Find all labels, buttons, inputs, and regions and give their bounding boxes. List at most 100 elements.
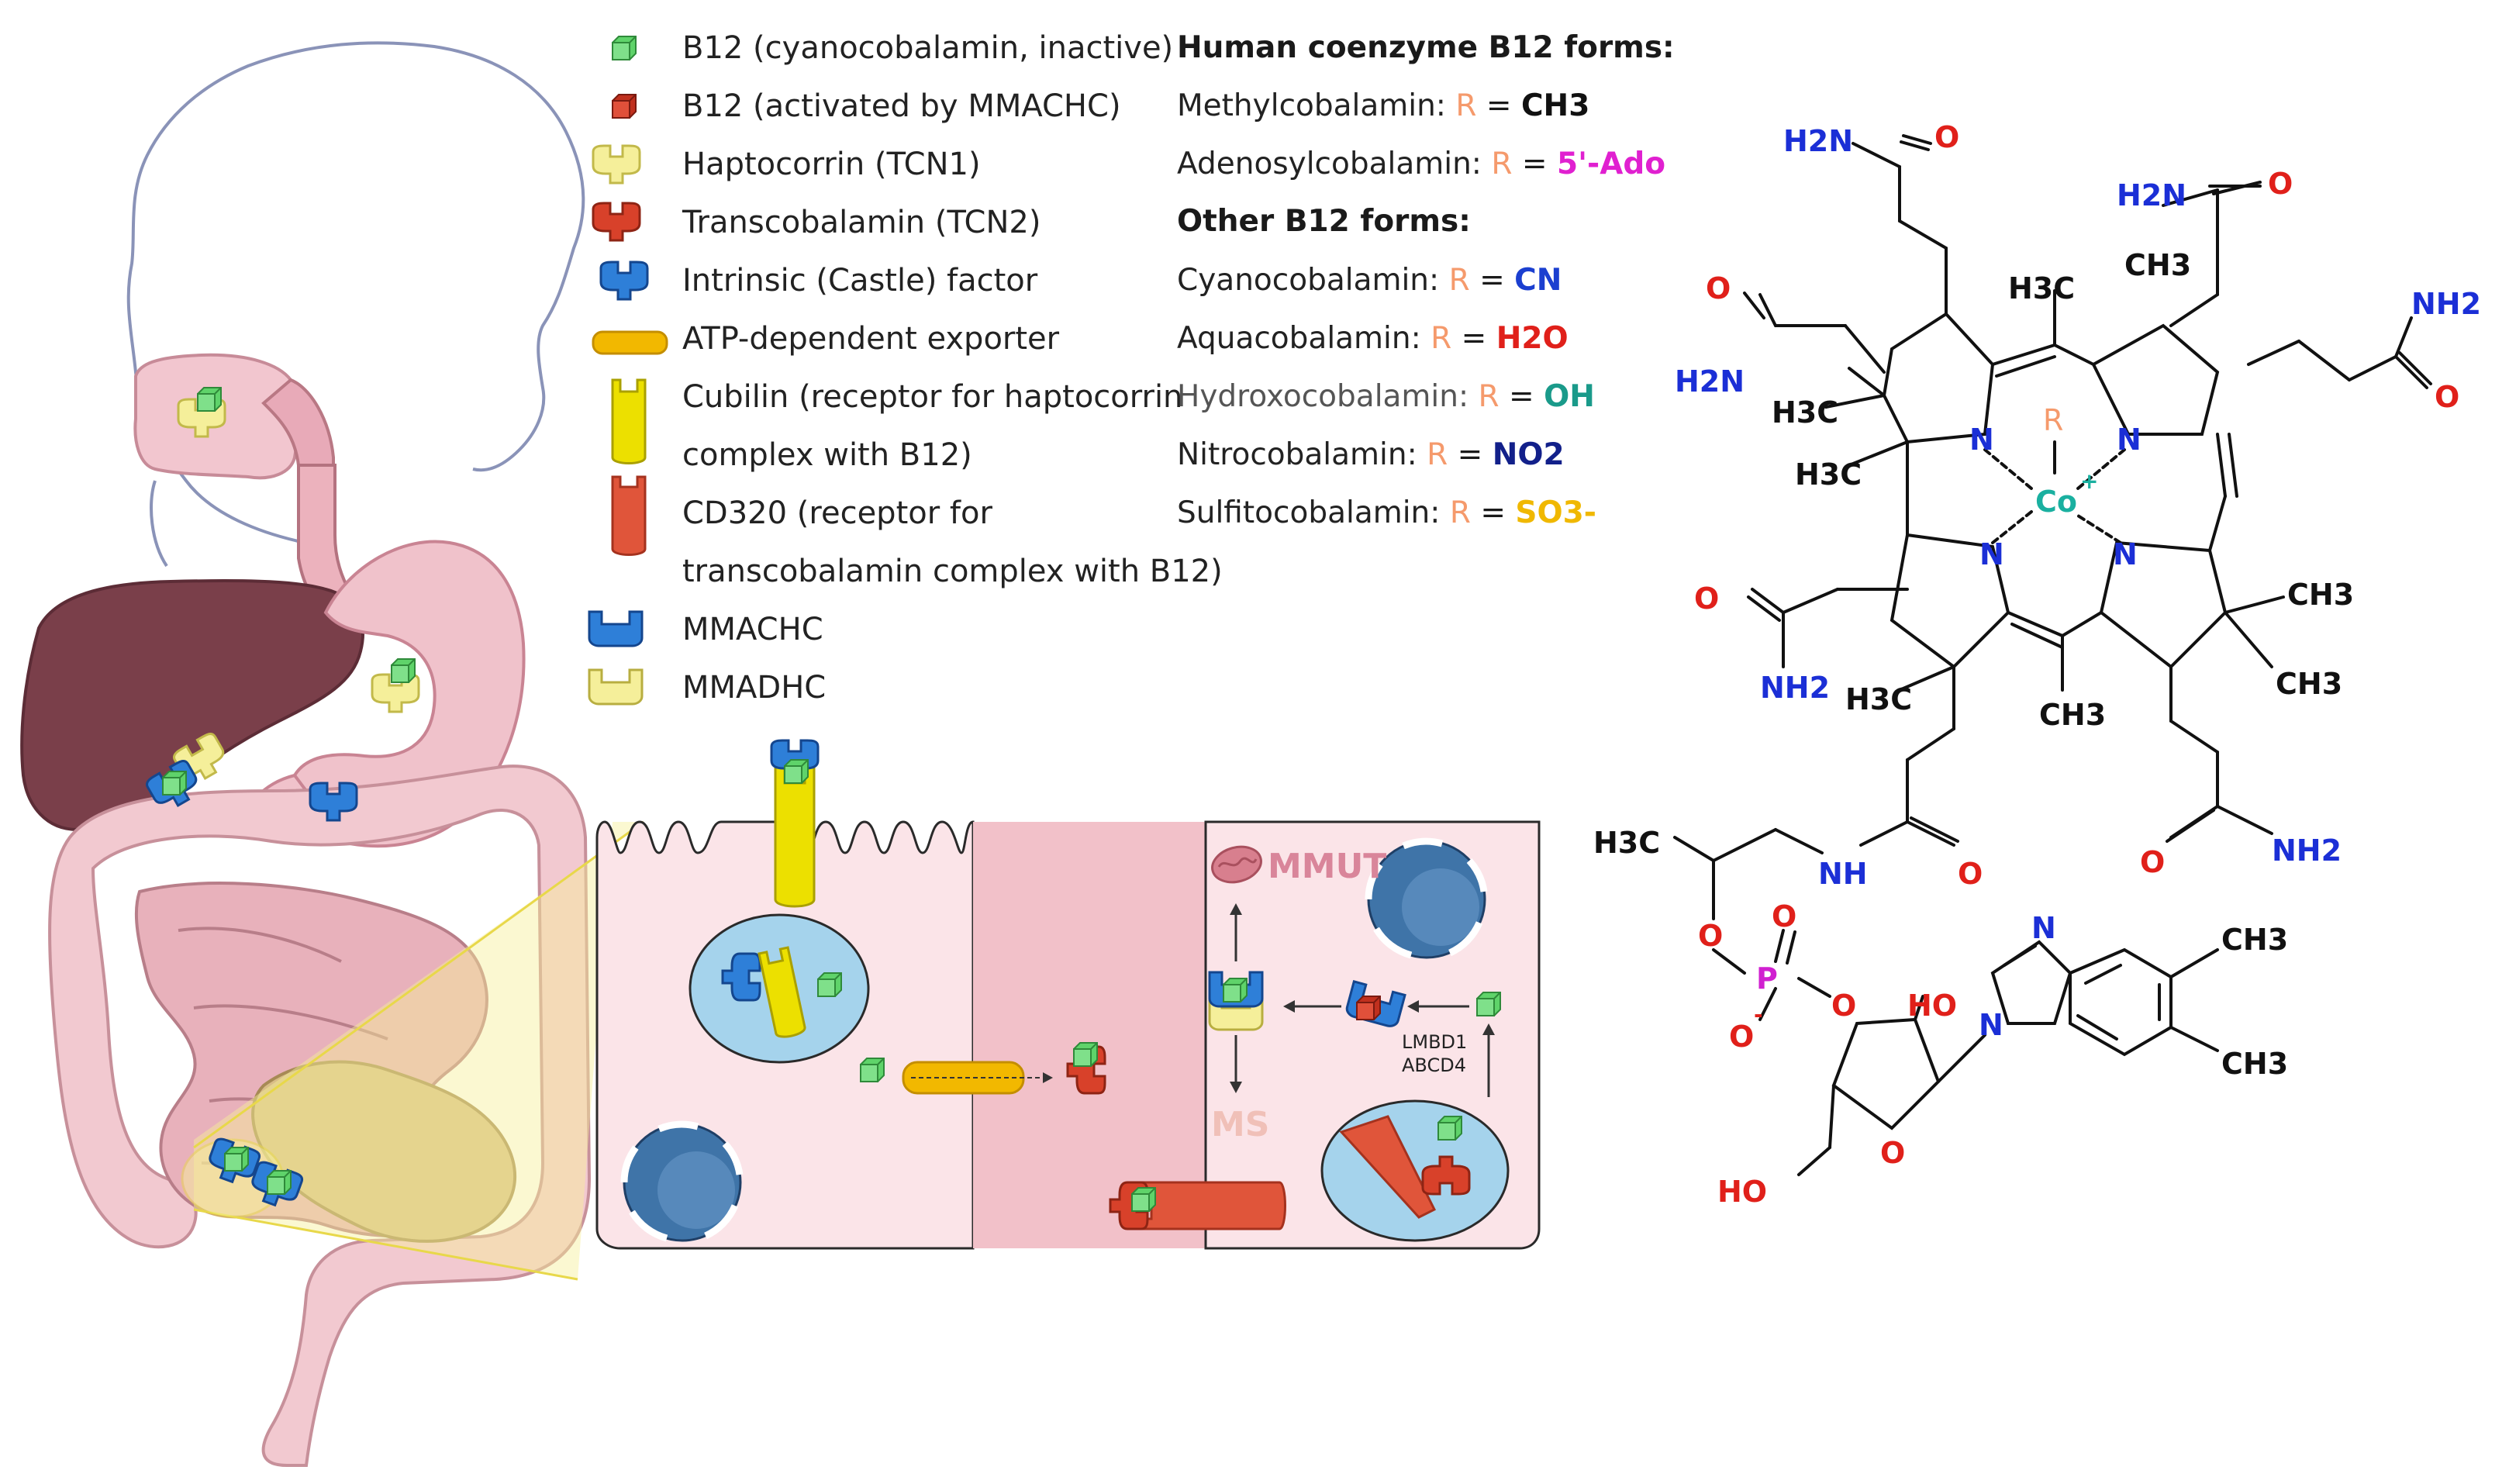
svg-text:P: P xyxy=(1756,961,1778,996)
svg-text:H2N: H2N xyxy=(1675,364,1745,399)
svg-text:H3C: H3C xyxy=(1845,682,1912,716)
legend-exporter: ATP-dependent exporter xyxy=(682,321,1060,357)
mmut-label: MMUT xyxy=(1268,847,1386,886)
legend-icon-mmachc xyxy=(588,610,644,647)
interstitial-space xyxy=(973,822,1206,1248)
form-r-group: R xyxy=(1478,379,1500,414)
mmachc-mmadhc-complex xyxy=(1208,903,1264,1093)
legend-icon-intrinsic xyxy=(599,261,649,301)
form-r-group: R xyxy=(1455,88,1477,123)
svg-text:O: O xyxy=(1958,857,1983,891)
svg-text:NH2: NH2 xyxy=(2411,287,2481,321)
svg-text:O: O xyxy=(1831,989,1856,1023)
form-value: 5'-Ado xyxy=(1556,147,1666,181)
large-intestine xyxy=(48,764,592,1467)
form-row: Adenosylcobalamin: R = 5'-Ado xyxy=(1177,144,1665,185)
svg-text:N: N xyxy=(1979,537,2004,571)
abcd4-label: ABCD4 xyxy=(1402,1054,1466,1076)
form-value: SO3- xyxy=(1515,495,1596,530)
legend-cubilin-line1: Cubilin (receptor for haptocorrin xyxy=(682,379,1183,415)
svg-text:O: O xyxy=(1772,899,1796,934)
svg-text:NH2: NH2 xyxy=(1760,671,1830,705)
svg-text:O: O xyxy=(1694,582,1719,616)
svg-text:H3C: H3C xyxy=(1593,826,1660,860)
svg-text:O: O xyxy=(1706,271,1731,305)
form-equals: = xyxy=(1448,437,1493,472)
form-row: Sulfitocobalamin: R = SO3- xyxy=(1177,493,1596,533)
legend-cubilin-line2: complex with B12) xyxy=(682,437,972,473)
form-equals: = xyxy=(1512,147,1557,181)
apical-cubilin-complex xyxy=(770,739,820,908)
svg-text:CH3: CH3 xyxy=(2221,923,2288,957)
form-row: Methylcobalamin: R = CH3 xyxy=(1177,86,1589,126)
forms-human-header: Human coenzyme B12 forms: xyxy=(1177,30,1675,65)
svg-text:HO: HO xyxy=(1907,989,1957,1023)
legend-cd320-line1: CD320 (receptor for xyxy=(682,495,992,531)
svg-text:O: O xyxy=(1698,919,1723,953)
legend-cd320-line2: transcobalamin complex with B12) xyxy=(682,554,1223,589)
form-name: Hydroxocobalamin: xyxy=(1177,379,1479,414)
legend-icon-mmadhc xyxy=(588,668,644,706)
cobalamin-structure-bonds xyxy=(1673,134,2432,1176)
legend-icon-transcobalamin xyxy=(592,202,641,242)
svg-text:O: O xyxy=(1880,1136,1905,1170)
form-r-group: R xyxy=(1448,263,1470,298)
liver xyxy=(20,579,364,832)
svg-text:H3C: H3C xyxy=(1795,457,1862,492)
svg-text:+: + xyxy=(2080,468,2098,494)
form-equals: = xyxy=(1469,263,1515,298)
enterocyte-lysosome xyxy=(624,1124,740,1241)
form-equals: = xyxy=(1451,321,1496,356)
legend-icon-green-cube xyxy=(612,36,637,60)
form-row: Aquacobalamin: R = H2O xyxy=(1177,319,1569,359)
svg-text:NH: NH xyxy=(1818,857,1868,891)
forms-other-header: Other B12 forms: xyxy=(1177,204,1471,239)
svg-text:NH2: NH2 xyxy=(2272,833,2342,868)
form-name: Aquacobalamin: xyxy=(1177,321,1431,356)
membrane-exporter xyxy=(860,1058,1053,1095)
ms-label: MS xyxy=(1211,1105,1269,1144)
cd320-receptor-complex xyxy=(1109,1181,1286,1230)
form-row: Hydroxocobalamin: R = OH xyxy=(1177,377,1595,417)
legend-mmachc: MMACHC xyxy=(682,612,823,647)
legend-icons xyxy=(588,36,668,706)
form-name: Nitrocobalamin: xyxy=(1177,437,1427,472)
svg-text:O: O xyxy=(2268,167,2293,201)
endosome-contents xyxy=(721,946,842,1038)
legend-transcobalamin: Transcobalamin (TCN2) xyxy=(682,205,1041,240)
svg-text:N: N xyxy=(1969,423,1994,457)
stomach-haptocorrin-complex xyxy=(371,658,420,713)
svg-text:CH3: CH3 xyxy=(2287,578,2354,612)
legend-icon-haptocorrin xyxy=(592,144,641,185)
svg-text:N: N xyxy=(2113,537,2138,571)
lmbd1-label: LMBD1 xyxy=(1402,1031,1467,1053)
legend-icon-red-cube xyxy=(612,94,637,119)
svg-text:CH3: CH3 xyxy=(2276,667,2342,701)
svg-text:O: O xyxy=(1934,120,1959,154)
form-name: Methylcobalamin: xyxy=(1177,88,1456,123)
lysosome-contents xyxy=(1339,1115,1471,1219)
legend-haptocorrin: Haptocorrin (TCN1) xyxy=(682,147,981,182)
human-head-outline xyxy=(126,41,585,568)
form-equals: = xyxy=(1476,88,1521,123)
svg-text:HO: HO xyxy=(1717,1175,1767,1209)
svg-text:O: O xyxy=(2435,380,2459,414)
svg-text:N: N xyxy=(2117,423,2141,457)
svg-text:CH3: CH3 xyxy=(2124,248,2191,282)
legend-icon-cubilin xyxy=(611,378,647,464)
form-equals: = xyxy=(1470,495,1516,530)
legend-b12-inactive: B12 (cyanocobalamin, inactive) xyxy=(682,30,1174,66)
form-value: CH3 xyxy=(1520,88,1590,123)
svg-text:-: - xyxy=(1754,1002,1763,1027)
svg-text:H2N: H2N xyxy=(1783,124,1853,158)
svg-text:R: R xyxy=(2043,403,2063,437)
svg-text:H3C: H3C xyxy=(2008,271,2075,305)
mmachc-activation xyxy=(1283,980,1501,1097)
legend-mmadhc: MMADHC xyxy=(682,670,827,706)
form-name: Cyanocobalamin: xyxy=(1177,263,1449,298)
legend-b12-active: B12 (activated by MMACHC) xyxy=(682,88,1121,124)
form-r-group: R xyxy=(1431,321,1452,356)
form-name: Sulfitocobalamin: xyxy=(1177,495,1450,530)
